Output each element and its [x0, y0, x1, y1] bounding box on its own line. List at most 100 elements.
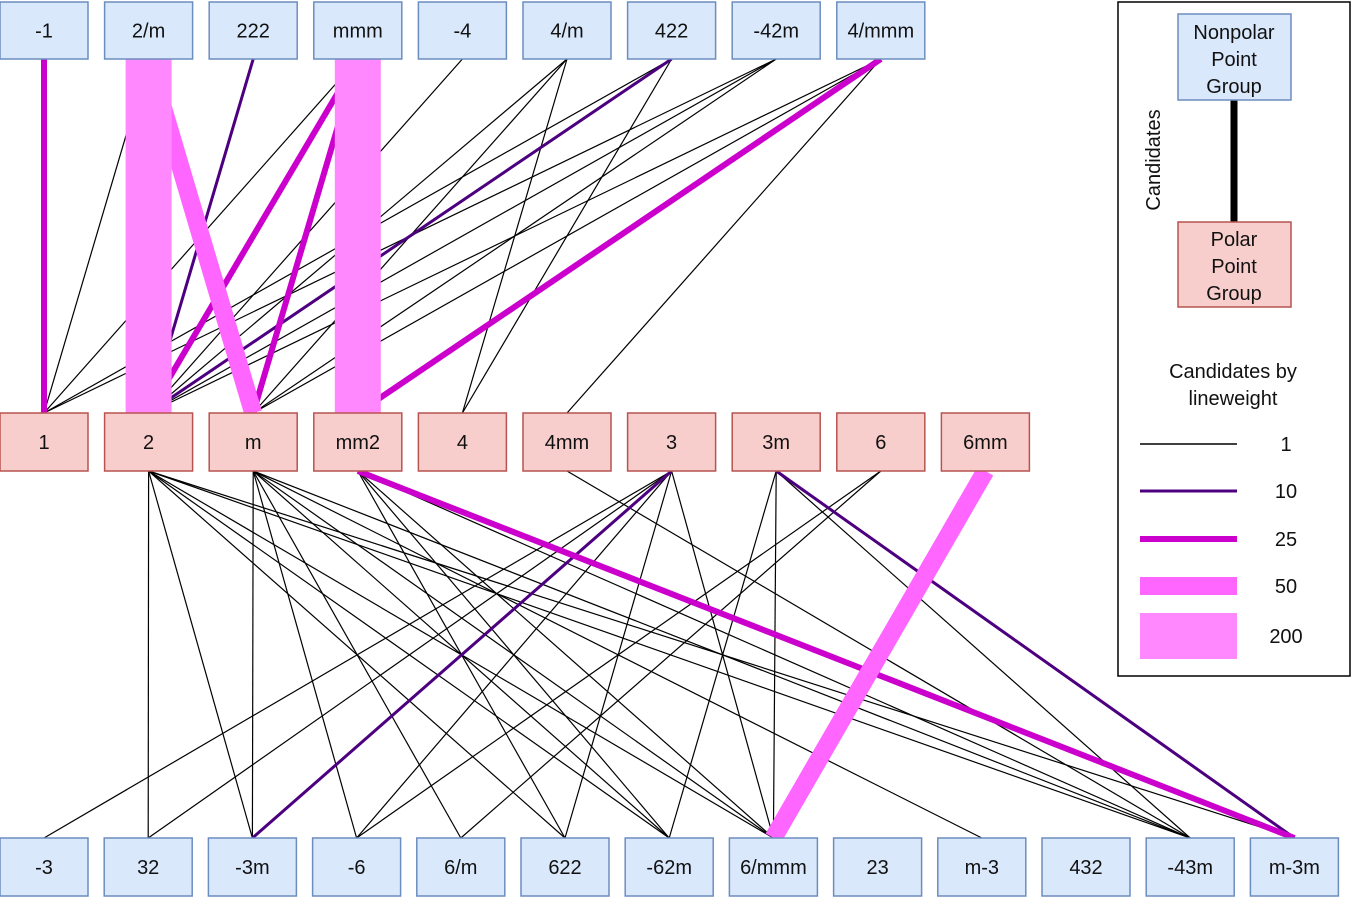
bottom-node-6-over-m: 6/m [416, 837, 506, 897]
top-node-222: 222 [208, 1, 298, 60]
bottom-node-32: 32 [103, 837, 193, 897]
bottom-node-432: 432 [1041, 837, 1131, 897]
middle-node-box [417, 412, 508, 472]
middle-node-2: 2 [103, 412, 194, 472]
top-node-label: -42m [753, 21, 799, 43]
bottom-node-m-3: m-3 [937, 837, 1027, 897]
bottom-node-622: 622 [520, 837, 610, 897]
legend-nonpolar-line3: Group [1206, 76, 1262, 98]
bottom-node-box [728, 837, 819, 897]
legend-axis-label: Candidates [1143, 109, 1165, 210]
middle-node-mm2: mm2 [313, 412, 403, 472]
middle-node-3: 3 [626, 412, 717, 472]
bottom-node-box [0, 837, 89, 897]
top-node-label: 2/m [132, 21, 165, 43]
legend-polar-box [1177, 221, 1292, 308]
bottom-node-box [207, 837, 298, 897]
bottom-node-label: 6/mmm [740, 857, 807, 879]
top-node-box [208, 1, 298, 60]
link-2-to-bar-3m [148, 470, 253, 839]
bottom-node-box [937, 837, 1027, 897]
top-node-label: 4/mmm [847, 21, 914, 43]
bottom-node-label: -3 [35, 857, 53, 879]
top-node-label: 422 [655, 21, 688, 43]
top-node-bar-4: -4 [417, 1, 508, 60]
legend-nonpolar-line1: Nonpolar [1193, 22, 1275, 44]
link-6-to-bar-6 [356, 470, 882, 839]
link-mm2-to-m-3m [356, 468, 1296, 841]
legend-lineweight-title-line2: lineweight [1189, 388, 1278, 410]
link-3-to-bar-3 [43, 470, 672, 839]
bottom-node-label: 32 [137, 857, 159, 879]
middle-node-label: 6 [875, 432, 886, 454]
bottom-node-bar-62m: -62m [624, 837, 714, 897]
link-3m-to-bar-62m [668, 470, 777, 839]
middle-node-box [522, 412, 612, 472]
top-node-label: mmm [333, 21, 383, 43]
bottom-node-label: m-3m [1269, 857, 1320, 879]
link-3m-to-bar-43m [775, 470, 1191, 839]
top-node-box [313, 1, 403, 60]
top-node-box [731, 1, 821, 60]
top-node-bar-1: -1 [0, 1, 89, 60]
bottom-node-6-over-mmm: 6/mmm [728, 837, 819, 897]
top-node-box [417, 1, 508, 60]
middle-node-label: 6mm [963, 432, 1007, 454]
top-node-422: 422 [626, 1, 717, 60]
middle-node-label: 2 [143, 432, 154, 454]
bottom-node-label: m-3 [965, 857, 999, 879]
top-node-label: 4/m [550, 21, 583, 43]
middle-node-box [836, 412, 926, 472]
link-6-to-6-over-m [460, 470, 882, 839]
link-m-to-bar-6 [252, 470, 358, 839]
middle-node-4: 4 [417, 412, 508, 472]
middle-node-box [208, 412, 298, 472]
link-m-to-m-3 [252, 470, 983, 839]
legend-polar-line1: Polar [1211, 229, 1258, 251]
middle-node-label: m [245, 432, 262, 454]
top-node-label: -1 [35, 21, 53, 43]
middle-node-6: 6 [836, 412, 926, 472]
top-node-box [0, 1, 89, 60]
top-node-box [626, 1, 717, 60]
middle-node-box [103, 412, 194, 472]
top-node-box [836, 1, 926, 60]
link-mm2-to-6-over-mmm [357, 470, 774, 839]
legend-nonpolar-box [1177, 13, 1292, 101]
legend-weight-1-label: 1 [1280, 434, 1291, 456]
middle-node-box [626, 412, 717, 472]
link-3-to-32 [147, 470, 672, 839]
top-node-label: 222 [237, 21, 270, 43]
bottom-node-label: 6/m [444, 857, 477, 879]
legend-polar-line2: Point [1211, 256, 1257, 278]
middle-node-4mm: 4mm [522, 412, 612, 472]
link-4-over-mmm-to-4mm [566, 58, 882, 414]
link-mmm-to-2 [146, 57, 361, 415]
middle-node-label: 4 [457, 432, 468, 454]
middle-node-6mm: 6mm [940, 412, 1031, 472]
top-node-4-over-mmm: 4/mmm [836, 1, 926, 60]
bottom-node-box [311, 837, 402, 897]
link-4-over-mmm-to-2 [148, 58, 882, 414]
middle-node-box [940, 412, 1031, 472]
candidate-links [41, 56, 1296, 843]
middle-node-box [0, 412, 89, 472]
bottom-node-box [103, 837, 193, 897]
middle-node-label: mm2 [336, 432, 380, 454]
top-node-mmm: mmm [313, 1, 403, 60]
link-m-to-bar-43m [252, 470, 1191, 839]
bottom-node-label: -43m [1167, 857, 1213, 879]
legend-weight-200-label: 200 [1269, 626, 1302, 648]
link-4-over-mmm-to-mm2 [356, 56, 883, 416]
legend-weight-25-label: 25 [1275, 529, 1297, 551]
legend-weight-50-label: 50 [1275, 576, 1297, 598]
bottom-node-box [832, 837, 923, 897]
bottom-node-m-3m: m-3m [1249, 837, 1340, 897]
bottom-node-box [416, 837, 506, 897]
middle-node-label: 3 [666, 432, 677, 454]
legend-nonpolar-line2: Point [1211, 49, 1257, 71]
legend-lineweight-title-line1: Candidates by [1169, 361, 1297, 383]
middle-node-label: 4mm [545, 432, 589, 454]
